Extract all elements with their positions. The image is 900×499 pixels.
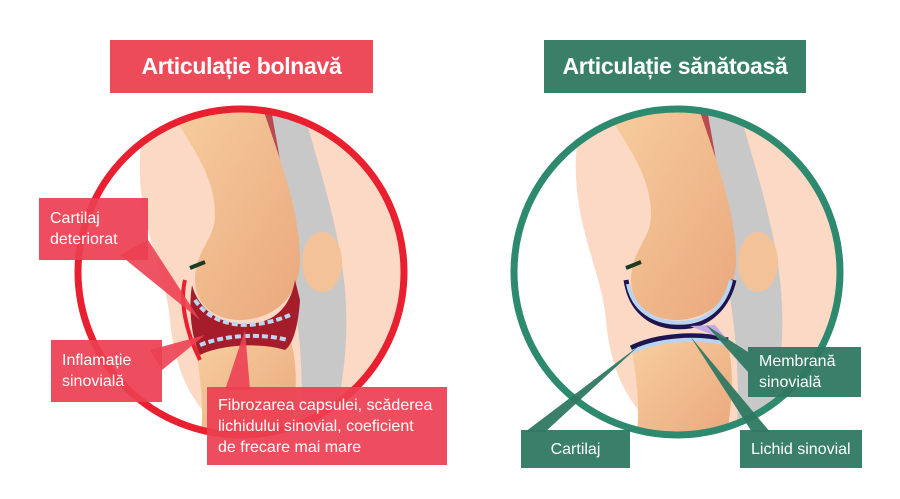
- diseased-joint-title: Articulație bolnavă: [110, 40, 373, 93]
- label-synovial-fluid: Lichid sinovial: [740, 430, 862, 468]
- callout-pointer-cartilage-damaged: [120, 240, 200, 320]
- healthy-joint-title: Articulație sănătoasă: [544, 40, 806, 93]
- label-cartilage: Cartilaj: [521, 430, 630, 468]
- label-line: Membrană: [759, 353, 836, 370]
- healthy-ring: [510, 105, 844, 439]
- label-line: Cartilaj: [50, 210, 100, 227]
- callout-pointer-synovial-fluid: [690, 336, 770, 432]
- label-line: Fibrozarea capsulei, scăderea: [218, 396, 433, 414]
- callout-pointer-fibrosis: [225, 330, 250, 390]
- label-line: Lichid sinovial: [751, 440, 851, 458]
- callout-pointer-synovial-membrane: [706, 325, 748, 372]
- label-line: deteriorat: [50, 231, 118, 248]
- label-line: Inflamație: [62, 352, 132, 369]
- label-capsule-fibrosis: Fibrozarea capsulei, scăderea lichidului…: [207, 387, 447, 465]
- label-line: Cartilaj: [550, 440, 601, 458]
- label-cartilage-damaged: Cartilaj deteriorat: [39, 198, 148, 260]
- label-synovial-inflammation: Inflamație sinovială: [51, 340, 162, 402]
- label-line: lichidului sinovial, coeficient: [218, 417, 414, 435]
- label-line: sinovială: [62, 373, 125, 390]
- callout-pointer-synovial-inflammation: [150, 335, 205, 370]
- label-synovial-membrane: Membrană sinovială: [748, 347, 861, 397]
- label-line: de frecare mai mare: [218, 438, 362, 456]
- label-line: sinovială: [759, 374, 822, 391]
- callout-pointer-cartilage: [525, 345, 640, 432]
